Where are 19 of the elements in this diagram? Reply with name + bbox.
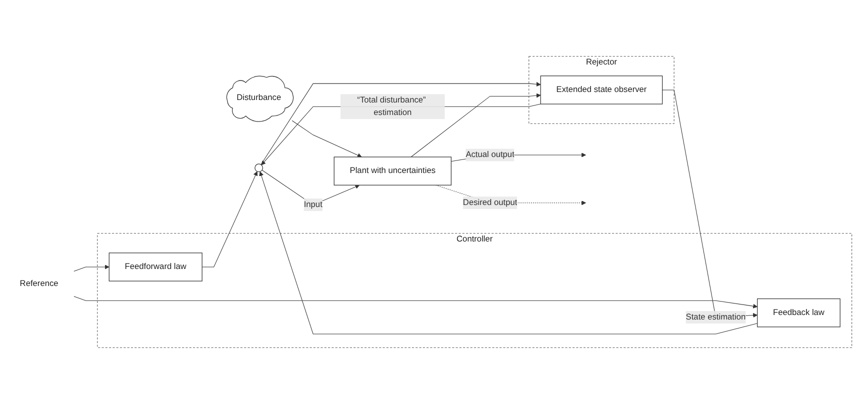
arrow	[259, 171, 758, 334]
edge-label: “Total disturbance” estimation	[357, 96, 426, 118]
edge-label: State estimation	[686, 312, 746, 322]
node-text: Reference	[20, 279, 58, 288]
edge-label: Input	[304, 200, 322, 209]
arrow	[292, 120, 362, 158]
edge-label: Actual output	[466, 150, 514, 160]
arrow	[74, 264, 110, 272]
node-box: Extended state observer	[540, 76, 663, 104]
arrow	[74, 296, 758, 308]
arrow	[261, 104, 541, 166]
arrow	[260, 82, 541, 165]
arrow	[202, 171, 258, 268]
node-circle	[254, 164, 264, 172]
node-box: Feedback law	[757, 298, 840, 328]
edge-label: Desired output	[462, 198, 518, 208]
node-box: Plant with uncertainties	[334, 156, 452, 186]
node-box: Feedforward law	[108, 252, 202, 282]
arrow	[410, 93, 541, 158]
